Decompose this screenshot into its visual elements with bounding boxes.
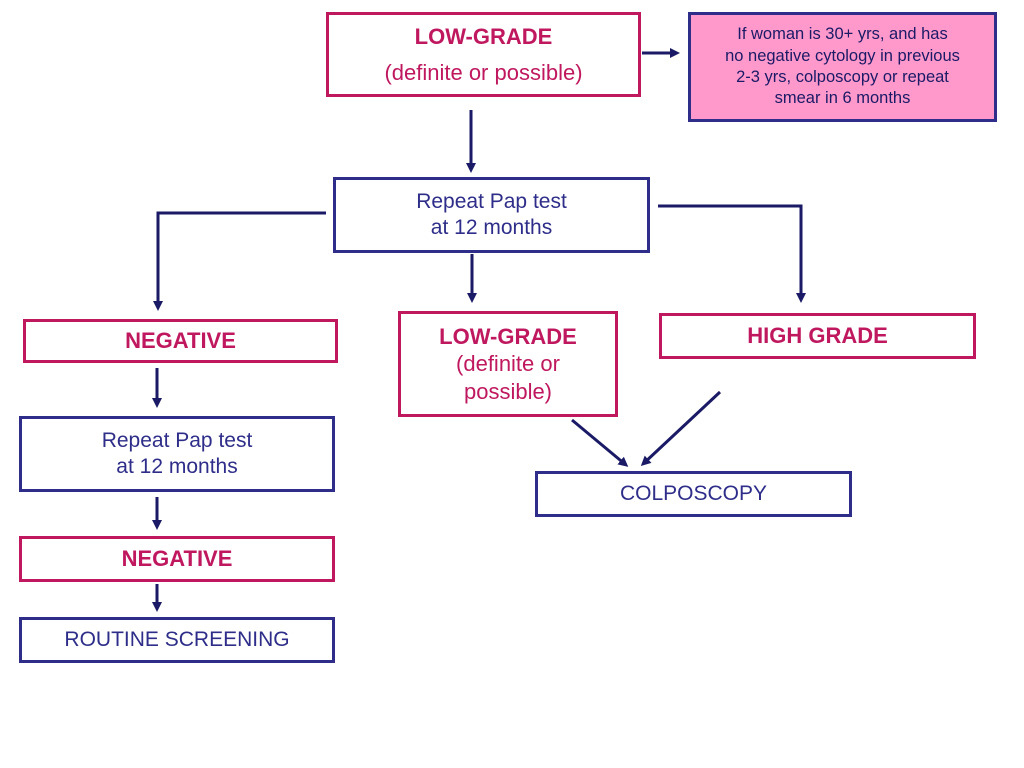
arrow-to-high-grade (658, 204, 806, 303)
note-line-2: no negative cytology in previous (725, 46, 960, 65)
repeat-pap-2-line-2: at 12 months (116, 455, 238, 478)
low-grade-mid-line-1: LOW-GRADE (439, 323, 577, 349)
low-grade-top-box: LOW-GRADE (definite or possible) (326, 12, 641, 97)
routine-screening-label: ROUTINE SCREENING (64, 627, 290, 651)
routine-screening-box: ROUTINE SCREENING (19, 617, 335, 663)
arrow-low-grade-to-colposcopy (571, 418, 629, 467)
low-grade-mid-box: LOW-GRADE (definite or possible) (398, 311, 618, 417)
colposcopy-label: COLPOSCOPY (619, 481, 768, 505)
repeat-pap-2-box: Repeat Pap test at 12 months (19, 416, 335, 492)
negative-1-label: NEGATIVE (125, 328, 236, 354)
repeat-pap-1-box: Repeat Pap test at 12 months (333, 177, 650, 253)
high-grade-box: HIGH GRADE (659, 313, 976, 359)
low-grade-mid-line-3: possible) (463, 378, 553, 404)
negative-1-box: NEGATIVE (23, 319, 338, 363)
low-grade-top-subtitle: (definite or possible) (384, 59, 583, 85)
repeat-pap-2-line-1: Repeat Pap test (101, 428, 253, 452)
note-line-1: If woman is 30+ yrs, and has (737, 25, 948, 44)
negative-2-label: NEGATIVE (121, 546, 233, 572)
note-box: If woman is 30+ yrs, and has no negative… (688, 12, 997, 122)
arrow-to-negative-1 (153, 211, 326, 311)
note-line-4: smear in 6 months (774, 89, 911, 108)
repeat-pap-1-line-2: at 12 months (430, 216, 553, 239)
high-grade-label: HIGH GRADE (747, 323, 888, 349)
colposcopy-box: COLPOSCOPY (535, 471, 852, 517)
note-line-3: 2-3 yrs, colposcopy or repeat (736, 68, 949, 86)
arrow-high-grade-to-colposcopy (640, 390, 722, 467)
low-grade-top-title: LOW-GRADE (414, 24, 553, 49)
repeat-pap-1-line-1: Repeat Pap test (416, 189, 567, 213)
low-grade-mid-line-2: (definite or (456, 351, 560, 377)
negative-2-box: NEGATIVE (19, 536, 335, 582)
